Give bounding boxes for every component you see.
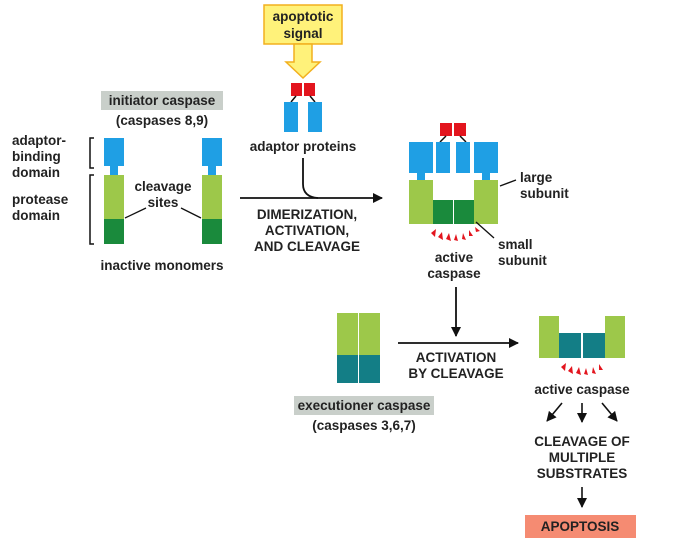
- step1-label-1: DIMERIZATION,: [257, 207, 357, 222]
- active-executioner-caspase: active caspase: [534, 316, 630, 397]
- adaptor-domain-label-3: domain: [12, 165, 60, 180]
- step1-label-2: ACTIVATION,: [265, 223, 349, 238]
- activation-arrow: ACTIVATION BY CLEAVAGE: [398, 287, 519, 381]
- protease-domain-label-1: protease: [12, 192, 69, 207]
- substrates-label-3: SUBSTRATES: [537, 466, 628, 481]
- dimerization-arrow: DIMERIZATION, ACTIVATION, AND CLEAVAGE: [240, 158, 383, 254]
- adaptor-proteins: adaptor proteins: [250, 83, 357, 154]
- step2-label-1: ACTIVATION: [416, 350, 497, 365]
- cleavage-sites-label-2: sites: [148, 195, 179, 210]
- executioner-subtitle: (caspases 3,6,7): [312, 418, 416, 433]
- step2-label-2: BY CLEAVAGE: [408, 366, 503, 381]
- active-caspase-label-2: caspase: [427, 266, 481, 281]
- small-subunit-label-2: subunit: [498, 253, 547, 268]
- apoptotic-signal: apoptotic signal: [263, 4, 343, 80]
- adaptor-domain-bracket: [89, 137, 94, 169]
- large-subunit-label-1: large: [520, 170, 553, 185]
- executioner-caspase-label: executioner caspase (caspases 3,6,7): [294, 396, 434, 433]
- inactive-monomers-label: inactive monomers: [100, 258, 223, 273]
- cleavage-sites-label-1: cleavage: [134, 179, 192, 194]
- initiator-subtitle: (caspases 8,9): [116, 113, 208, 128]
- adaptor-domain-label-2: binding: [12, 149, 61, 164]
- apoptosis-box: APOPTOSIS: [525, 515, 636, 538]
- active-initiator-labels: large subunit small subunit active caspa…: [427, 170, 569, 281]
- step1-label-3: AND CLEAVAGE: [254, 239, 360, 254]
- initiator-title: initiator caspase: [109, 93, 216, 108]
- large-subunit-label-2: subunit: [520, 186, 569, 201]
- active-initiator-caspase: [409, 123, 498, 241]
- executioner-title: executioner caspase: [298, 398, 431, 413]
- executioner-procaspase: [337, 313, 380, 383]
- substrates-label-1: CLEAVAGE OF: [534, 434, 630, 449]
- inactive-monomer-left: [104, 138, 124, 244]
- small-subunit-label-1: small: [498, 237, 533, 252]
- initiator-caspase-label: initiator caspase (caspases 8,9): [101, 91, 223, 128]
- cleavage-sites: cleavage sites: [124, 179, 202, 219]
- active-executioner-label: active caspase: [534, 382, 630, 397]
- domain-labels: adaptor- binding domain protease domain: [12, 133, 94, 245]
- substrate-arrows: [546, 402, 618, 423]
- signal-label-1: apoptotic: [273, 9, 334, 24]
- active-caspase-label-1: active: [435, 250, 474, 265]
- substrates-label: CLEAVAGE OF MULTIPLE SUBSTRATES: [534, 434, 630, 481]
- inactive-monomer-right: [202, 138, 222, 244]
- adaptor-domain-label-1: adaptor-: [12, 133, 66, 148]
- active-site-spikes-2: [561, 363, 603, 375]
- active-site-spikes-1: [431, 227, 480, 241]
- apoptosis-label: APOPTOSIS: [541, 519, 620, 534]
- adaptor-proteins-label: adaptor proteins: [250, 139, 357, 154]
- signal-label-2: signal: [283, 26, 322, 41]
- protease-domain-bracket: [89, 174, 94, 245]
- signal-arrow: [284, 43, 322, 80]
- substrates-label-2: MULTIPLE: [549, 450, 616, 465]
- protease-domain-label-2: domain: [12, 208, 60, 223]
